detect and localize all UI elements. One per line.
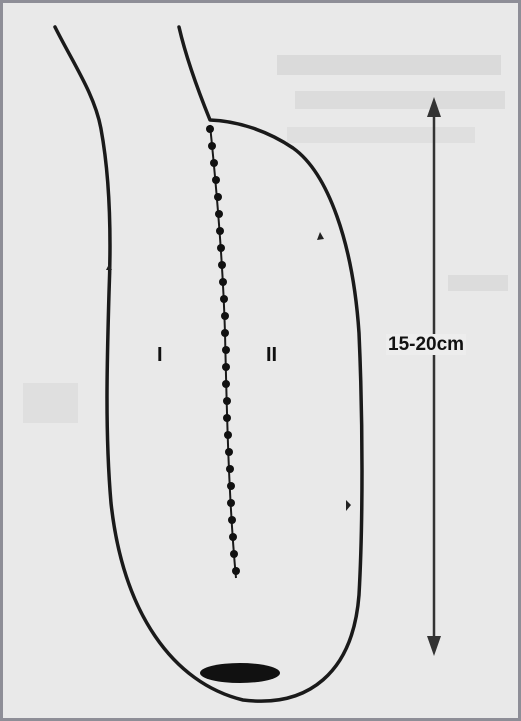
- dark-mark: [200, 663, 280, 683]
- organ-outline-diagram: [3, 3, 521, 721]
- suture-line: [206, 125, 240, 578]
- region-label-i: I: [157, 345, 163, 365]
- double-headed-arrow-icon: [427, 97, 441, 656]
- length-measurement-label: 15-20cm: [386, 334, 466, 355]
- region-label-ii: II: [266, 345, 277, 365]
